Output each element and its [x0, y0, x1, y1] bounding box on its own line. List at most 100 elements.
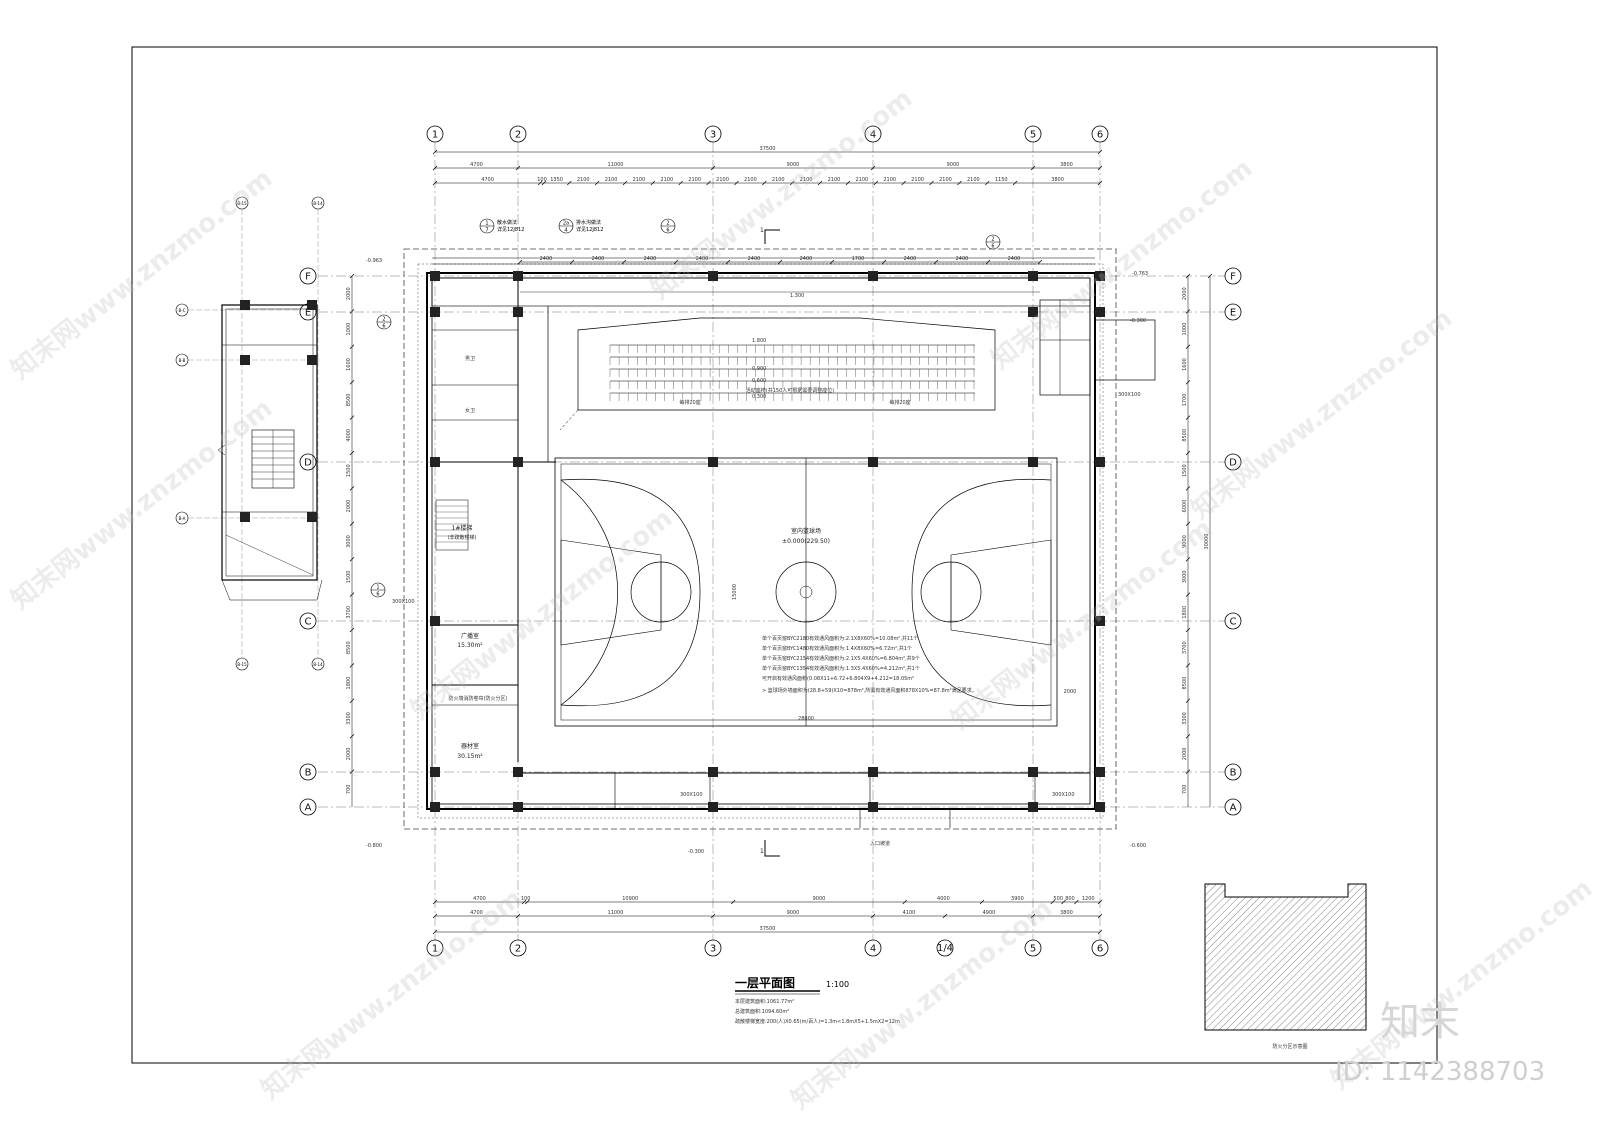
dim-top-windows-text: 2400: [904, 256, 917, 262]
structural-column: [430, 457, 440, 467]
dim-left-tick: [349, 556, 355, 562]
dim-right-text: 1800: [1182, 606, 1188, 619]
watermark-6: 知末网www.znzmo.com: [1186, 303, 1458, 525]
structural-column: [430, 307, 440, 317]
broadcast-area: 15.30m²: [457, 642, 483, 649]
dim-right-tick: [1185, 592, 1191, 597]
dim-top-windows-text: 2400: [800, 256, 813, 262]
structural-column: [1095, 271, 1105, 281]
dim-bottom-sub-tick: [1097, 899, 1103, 905]
dim-left-tick: [349, 415, 355, 420]
dim-right-tick: [1185, 344, 1191, 350]
structural-column: [1095, 802, 1105, 812]
grid-bubble-col: [1091, 939, 1109, 957]
dim-left-tick: [349, 627, 355, 633]
detail-ref-sheet: 6: [666, 228, 669, 234]
dim-top-windows-tick: [621, 259, 627, 265]
dim-right-total-tick: [1207, 273, 1213, 279]
dim-top-sub-text: 1150: [995, 177, 1008, 183]
left-annex: [217, 300, 323, 601]
dim-bottom-bays-text: 11000: [608, 910, 624, 916]
stair-label: 1#楼梯: [452, 524, 473, 532]
elev-seat-4: 0.300: [752, 394, 766, 400]
dim-right-tick: [1185, 521, 1191, 527]
grid-bubble-row: [1224, 798, 1242, 816]
grid-label-row: F: [1230, 272, 1236, 283]
dim-top-sub-tick: [706, 180, 711, 186]
section-marks: 1 1: [760, 227, 780, 857]
dim-top-windows-tick: [569, 259, 575, 265]
dim-right-text: 6000: [1182, 500, 1188, 513]
dim-right-text: 1000: [1182, 323, 1188, 336]
detail-ref-sheet: 7: [485, 228, 488, 234]
grid-bubble-col: [1024, 939, 1042, 957]
dim-top-windows-text: 2400: [1008, 256, 1021, 262]
dim-left-text: 2000: [346, 748, 352, 761]
side-grid-label: B-A: [179, 516, 186, 521]
grid-bubble-row: [299, 798, 317, 816]
dim-bottom-sub-text: 10900: [622, 896, 638, 902]
structural-column: [1028, 271, 1038, 281]
dim-bottom-sub-tick: [521, 899, 527, 905]
entrance-label: 入口坡道: [870, 840, 890, 847]
dim-top-sub-tick: [432, 180, 438, 186]
note-2: 疏散楼梯宽度:200(人)X0.65(m/百人)=1.3m<1.8mX5+1.5…: [735, 1018, 900, 1025]
window-note-block: 单个百页窗BYC2180有效通风面积为:2.1X8X60%=10.08m²,共1…: [762, 635, 977, 694]
side-grid-bubble: [175, 511, 189, 525]
structural-column: [708, 767, 718, 777]
court-label: 室内篮球场: [791, 527, 821, 535]
dim-top-bays-text: 11000: [608, 162, 624, 168]
grid-bubble-col: [864, 125, 882, 143]
grid-label-col: 2: [515, 130, 521, 141]
dim-left-text: 2000: [346, 287, 352, 300]
dim-right-text: 8500: [1182, 429, 1188, 442]
dim-right-text: 1600: [1182, 358, 1188, 371]
dim-right-tick: [1185, 309, 1191, 314]
detail-ref-text: 散水做法: [497, 219, 517, 226]
elev-seat-1: 1.800: [752, 338, 766, 344]
dim-left-text: 2000: [346, 500, 352, 513]
annex-stair: [251, 429, 295, 489]
building-outline-dashed: [403, 248, 1117, 830]
structural-column: [708, 457, 718, 467]
equipment-area: 30.15m²: [457, 753, 483, 760]
window-note-2: 单个百页窗BYC2154有效通风面积为:2.1X5.4X60%=6.804m²,…: [762, 655, 920, 662]
dim-bottom-bays-text: 3800: [1060, 910, 1073, 916]
dim-bottom-bays-text: 4900: [983, 910, 996, 916]
dim-top-windows-tick: [777, 259, 783, 265]
elev-se: -0.600: [1130, 843, 1146, 849]
dim-left-text: 3000: [346, 535, 352, 548]
side-grid-bubble: [311, 657, 325, 671]
title-block: 一层平面图 1:100 本层建筑面积:1061.77m² 总建筑面积:1094.…: [735, 976, 900, 1025]
detail-ref-sheet: 6: [991, 244, 994, 250]
dim-top-sub-text: 2100: [633, 177, 646, 183]
dim-top-sub-text: 2100: [772, 177, 785, 183]
section-mark-top: 1: [760, 227, 764, 234]
dim-left-text: 4000: [346, 429, 352, 442]
grid-bubble-col: [509, 939, 527, 957]
structural-column: [513, 271, 523, 281]
structural-column: [430, 616, 440, 626]
dim-bottom-bays-tick: [432, 913, 438, 919]
dim-left-tick: [349, 486, 355, 491]
grid-label-row: C: [1230, 617, 1237, 628]
elev-ne: -0.763: [1132, 271, 1148, 277]
seating-tiers: [559, 317, 996, 431]
detail-ref-num: 2: [666, 221, 669, 227]
dim-bottom-sub-tick: [1050, 899, 1056, 905]
dim-right-text: 9000: [1182, 535, 1188, 548]
watermark-8: 知末网www.znzmo.com: [786, 893, 1058, 1115]
basketball-court: [554, 457, 1058, 727]
dim-top-sub-text: 2100: [716, 177, 729, 183]
note-0: 本层建筑面积:1061.77m²: [735, 998, 794, 1005]
dim-top-windows-text: 2400: [696, 256, 709, 262]
grid-bubble-extra: [936, 939, 954, 957]
dim-left-text: 1600: [346, 358, 352, 371]
dim-left-text: 700: [346, 785, 352, 795]
side-grid-bubble: [311, 196, 325, 210]
dim-top-windows-tick: [933, 259, 939, 265]
elev-sw: -0.800: [366, 843, 382, 849]
dim-top-sub-text: 2100: [828, 177, 841, 183]
